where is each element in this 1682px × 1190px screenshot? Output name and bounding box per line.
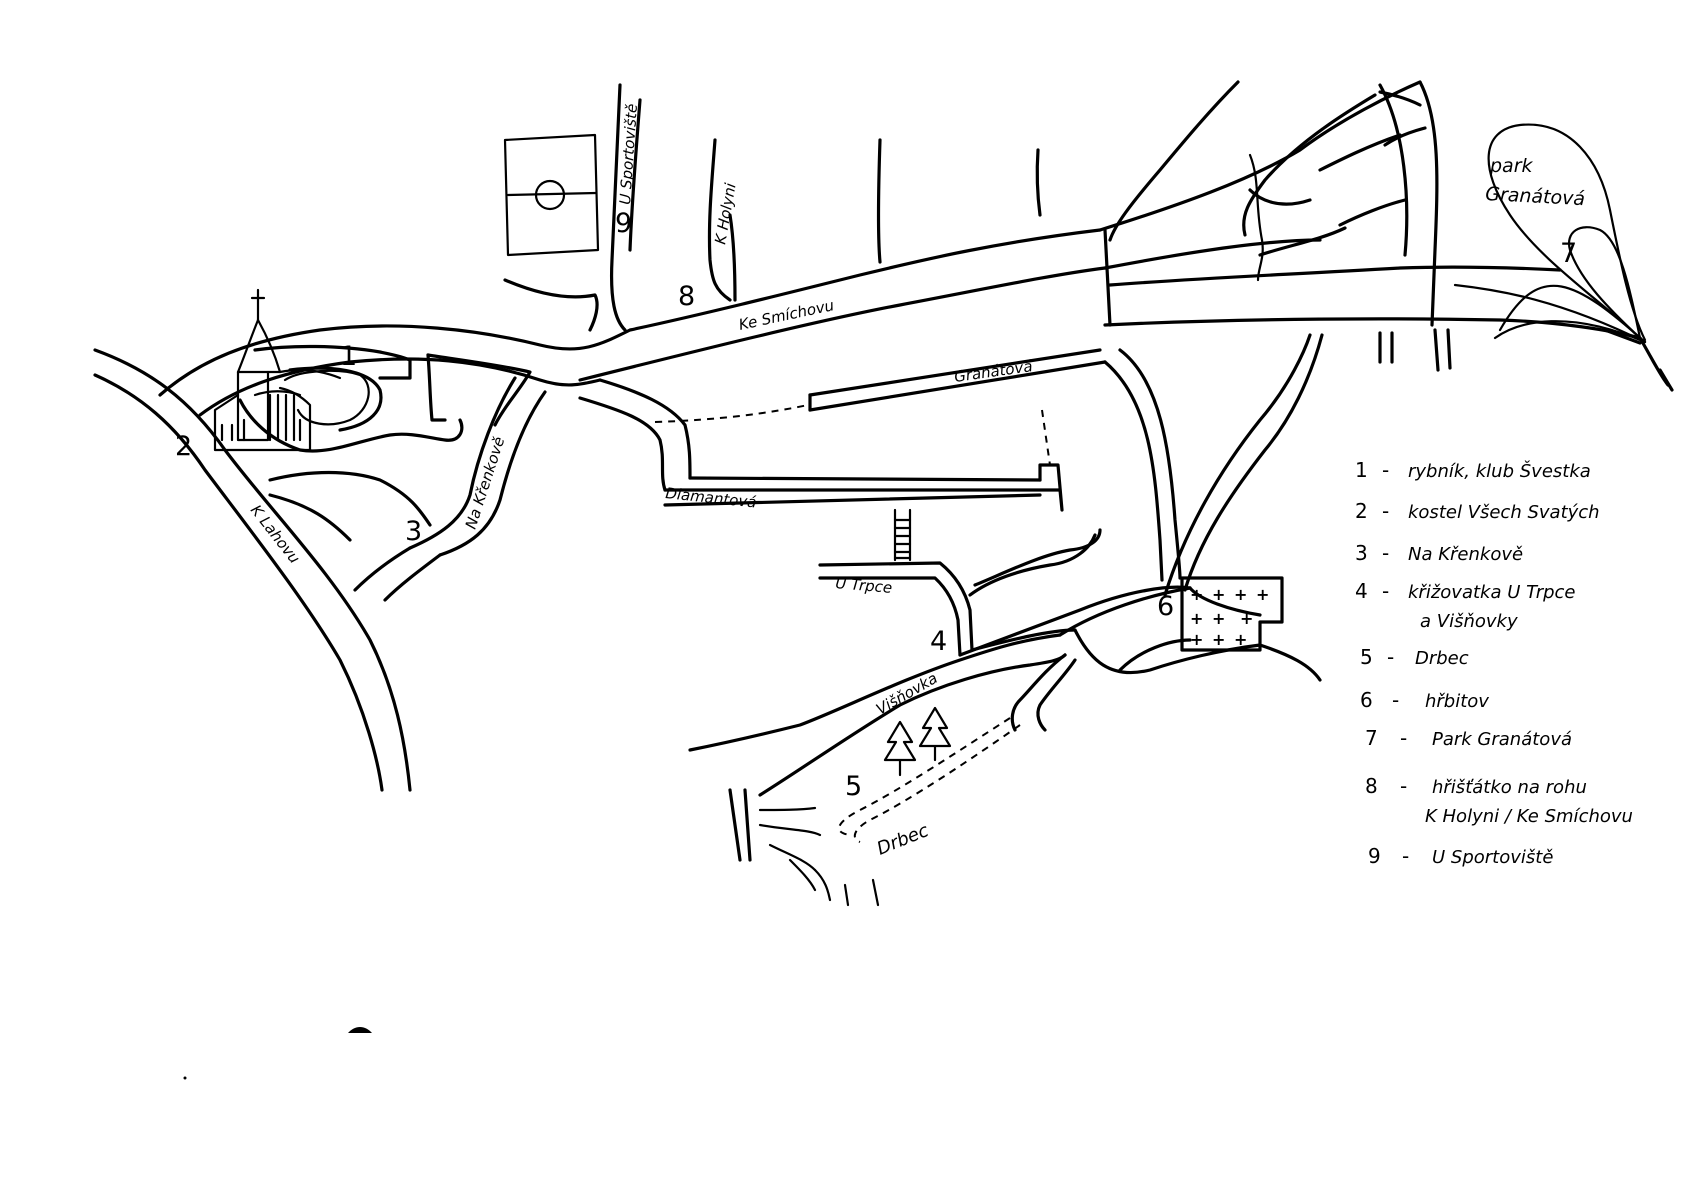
road-k-lahovu <box>93 348 412 792</box>
svg-text:2: 2 <box>1355 499 1368 523</box>
svg-text:křižovatka U Trpce: křižovatka U Trpce <box>1408 582 1576 603</box>
legend-item-6: 6 - hřbitov <box>1360 688 1489 712</box>
svg-text:+: + <box>1212 585 1225 604</box>
svg-text:rybník, klub Švestka: rybník, klub Švestka <box>1408 460 1591 482</box>
legend-item-8: 8 - hřišťátko na rohu K Holyni / Ke Smíc… <box>1365 774 1633 827</box>
svg-text:a Višňovky: a Višňovky <box>1420 611 1518 632</box>
football-pitch-icon <box>503 133 600 257</box>
svg-text:Park Granátová: Park Granátová <box>1432 729 1572 750</box>
road-ke-smichovu <box>158 228 1107 417</box>
svg-text:-: - <box>1387 645 1394 669</box>
svg-text:Drbec: Drbec <box>1415 648 1469 669</box>
marker-4: 4 <box>930 626 947 657</box>
svg-text:-: - <box>1402 844 1409 868</box>
svg-text:-: - <box>1400 774 1407 798</box>
svg-text:6: 6 <box>1360 688 1373 712</box>
svg-text:-: - <box>1382 579 1389 603</box>
svg-text:-: - <box>1382 499 1389 523</box>
marker-5: 5 <box>845 771 862 802</box>
svg-text:+: + <box>1256 585 1269 604</box>
church-icon <box>213 288 342 452</box>
svg-text:9: 9 <box>1368 844 1381 868</box>
legend: 1 - rybník, klub Švestka 2 - kostel Všec… <box>1355 458 1633 868</box>
svg-text:K Holyni / Ke Smíchovu: K Holyni / Ke Smíchovu <box>1425 806 1633 827</box>
road-u-trpce <box>818 528 1192 657</box>
drbec-label: Drbec <box>874 820 932 860</box>
cemetery-cross-icon: ++++ +++ +++ <box>1190 585 1269 649</box>
legend-item-2: 2 - kostel Všech Svatých <box>1355 499 1600 523</box>
road-granatova <box>654 348 1107 466</box>
legend-item-7: 7 - Park Granátová <box>1365 726 1572 750</box>
svg-text:+: + <box>1234 585 1247 604</box>
tree-icon <box>883 706 952 777</box>
svg-text:5: 5 <box>1360 645 1373 669</box>
svg-text:-: - <box>1382 541 1389 565</box>
road-u-sportoviste <box>503 83 1042 332</box>
road-k-holyni <box>707 138 737 302</box>
marker-8: 8 <box>678 281 695 312</box>
svg-text:+: + <box>1212 609 1225 628</box>
road-visnovka <box>688 633 1077 907</box>
street-label-u-trpce: U Trpce <box>835 574 893 597</box>
svg-text:kostel Všech Svatých: kostel Všech Svatých <box>1408 502 1600 523</box>
cemetery: ++++ +++ +++ <box>1180 576 1284 652</box>
road-east <box>1098 80 1674 392</box>
legend-item-3: 3 - Na Křenkově <box>1355 541 1523 565</box>
road-cemetery <box>1058 333 1324 682</box>
svg-text:+: + <box>1190 609 1203 628</box>
svg-text:+: + <box>1212 630 1225 649</box>
legend-item-9: 9 - U Sportoviště <box>1368 844 1553 868</box>
street-label-diamantova: Diamantová <box>665 484 758 511</box>
street-label-na-krenkove: Na Křenkově <box>462 434 509 531</box>
svg-text:-: - <box>1400 726 1407 750</box>
street-label-visnovka: Višňovka <box>873 669 941 718</box>
svg-text:1: 1 <box>1355 458 1368 482</box>
svg-text:hřišťátko na rohu: hřišťátko na rohu <box>1432 777 1587 798</box>
marker-1: 1 <box>340 341 357 372</box>
marker-6: 6 <box>1157 591 1174 622</box>
legend-item-5: 5 - Drbec <box>1360 645 1469 669</box>
legend-item-4: 4 - křižovatka U Trpce a Višňovky <box>1355 579 1576 632</box>
park-label-line2: Granátová <box>1485 183 1586 210</box>
road-diamantova <box>578 378 1064 512</box>
svg-text:+: + <box>1240 609 1253 628</box>
svg-text:hřbitov: hřbitov <box>1425 691 1489 712</box>
svg-text:-: - <box>1382 458 1389 482</box>
park-granatova <box>1453 123 1647 344</box>
marker-3: 3 <box>405 516 422 547</box>
marker-7: 7 <box>1560 238 1577 269</box>
marker-2: 2 <box>175 431 192 462</box>
legend-item-1: 1 - rybník, klub Švestka <box>1355 458 1591 482</box>
svg-text:+: + <box>1234 630 1247 649</box>
svg-text:+: + <box>1190 585 1203 604</box>
svg-text:U Sportoviště: U Sportoviště <box>1432 847 1553 868</box>
street-label-k-holyni: K Holyni <box>711 181 740 246</box>
park-label: park <box>1489 155 1534 177</box>
svg-text:4: 4 <box>1355 579 1368 603</box>
stairs <box>893 508 912 562</box>
svg-text:7: 7 <box>1365 726 1378 750</box>
svg-text:8: 8 <box>1365 774 1378 798</box>
scan-specks <box>183 1027 372 1080</box>
svg-text:+: + <box>1190 630 1203 649</box>
marker-9: 9 <box>615 208 632 239</box>
svg-text:Na Křenkově: Na Křenkově <box>1408 544 1523 565</box>
drbec-path <box>838 717 1021 843</box>
svg-text:3: 3 <box>1355 541 1368 565</box>
svg-text:-: - <box>1392 688 1399 712</box>
